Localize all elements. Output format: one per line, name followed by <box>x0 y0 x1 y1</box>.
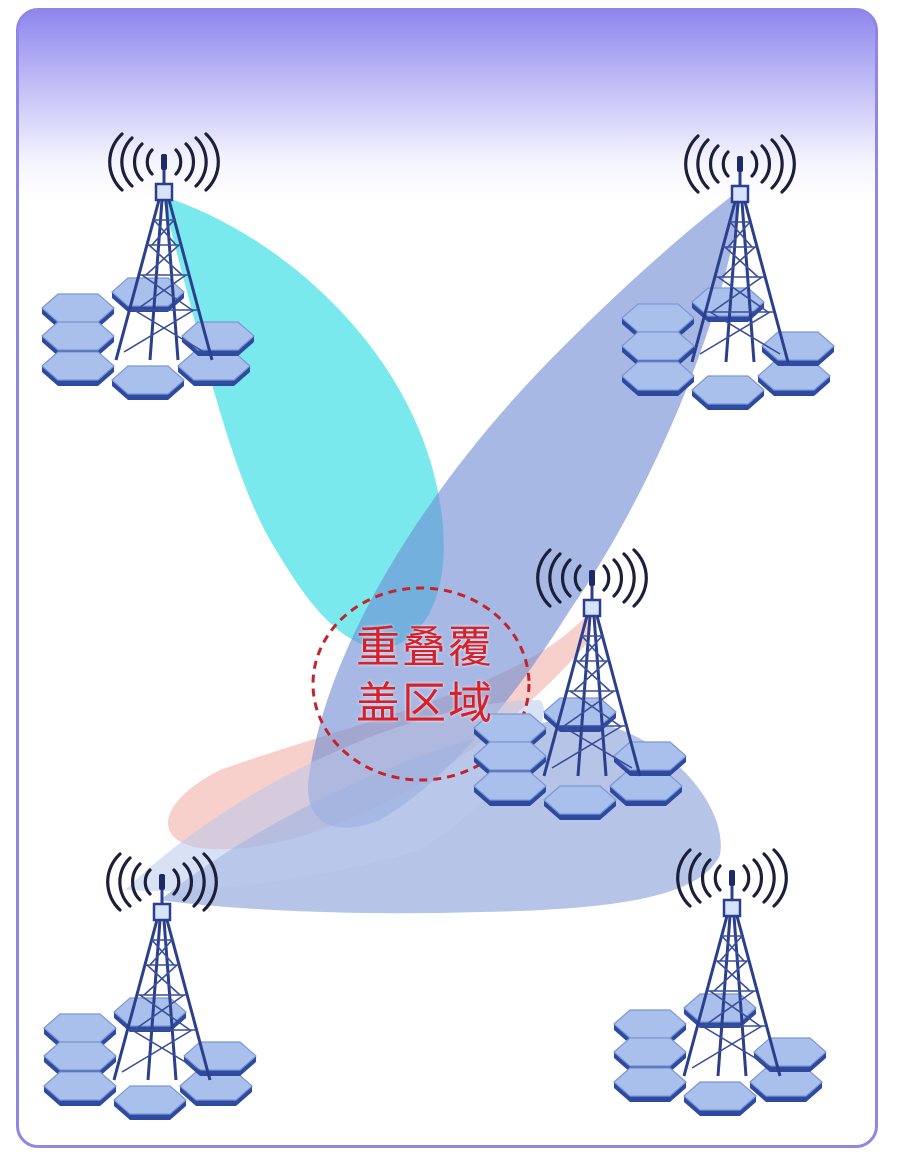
overlap-region-label: 重叠覆 盖区域 <box>318 620 532 732</box>
overlap-label-line1: 重叠覆 <box>356 622 494 673</box>
beam-top-left <box>162 196 444 650</box>
beam-bottom-right <box>125 700 544 891</box>
cell-tower-icon <box>676 848 788 1078</box>
overlap-label-line2: 盖区域 <box>356 678 494 729</box>
overlap-circle <box>311 586 531 782</box>
